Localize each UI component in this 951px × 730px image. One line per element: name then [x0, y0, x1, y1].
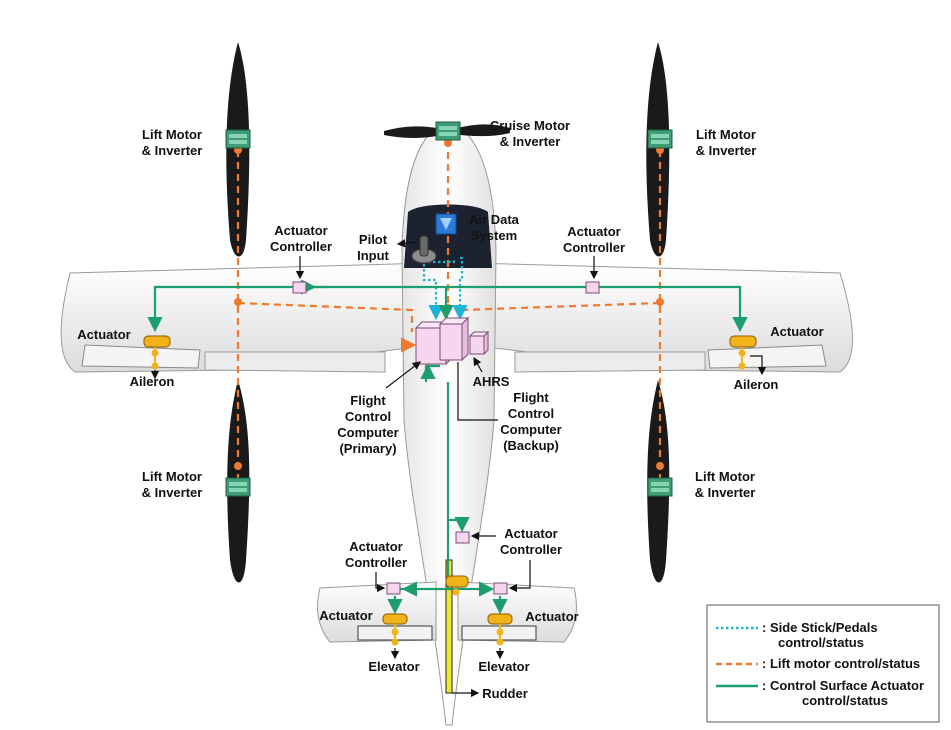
cruise-motor-label-1: Cruise Motor — [490, 118, 570, 133]
lift-motor-br-label-2: & Inverter — [695, 485, 756, 500]
air-data-box — [435, 213, 457, 235]
lift-motor-br-label-1: Lift Motor — [695, 469, 755, 484]
actuator-controller-right-label-1: Actuator — [567, 224, 620, 239]
fcc-backup-label-2: Control — [508, 406, 554, 421]
actuator-tail-left-device — [382, 613, 408, 646]
rudder-label: Rudder — [482, 686, 528, 701]
fcc-primary-label-4: (Primary) — [339, 441, 396, 456]
elevator-right-label: Elevator — [478, 659, 529, 674]
legend-lift-motor-label: : Lift motor control/status — [762, 656, 920, 671]
legend-side-stick-label-2: control/status — [778, 635, 864, 650]
aileron-left-surface — [81, 344, 201, 369]
ahrs-box — [468, 330, 490, 356]
fcc-backup-label-3: Computer — [500, 422, 561, 437]
actuator-controller-tail-right-label-2: Controller — [500, 542, 562, 557]
fcc-primary-label-3: Computer — [337, 425, 398, 440]
legend-actuator-label-1: : Control Surface Actuator — [762, 678, 924, 693]
lift-motor-tr-label-1: Lift Motor — [696, 127, 756, 142]
actuator-tail-center-device — [445, 575, 469, 596]
actuator-controller-tail-right-box — [493, 582, 508, 595]
legend-side-stick-label-1: : Side Stick/Pedals — [762, 620, 878, 635]
cruise-motor-box — [435, 121, 461, 141]
legend-box — [706, 604, 940, 723]
actuator-controller-tail-left-label-2: Controller — [345, 555, 407, 570]
pointer-arrows — [150, 239, 767, 698]
fcc-backup-label-4: (Backup) — [503, 438, 559, 453]
actuator-controller-tail-box — [455, 531, 470, 544]
ahrs-label: AHRS — [473, 374, 510, 389]
actuator-controller-left-label-1: Actuator — [274, 223, 327, 238]
actuator-left-device — [143, 335, 171, 370]
pilot-input-label-1: Pilot — [359, 232, 388, 247]
actuator-right-label: Actuator — [770, 324, 823, 339]
fcc-backup-label-1: Flight — [513, 390, 549, 405]
air-data-label-1: Air Data — [469, 212, 520, 227]
actuator-controller-tail-right-label-1: Actuator — [504, 526, 557, 541]
pilot-input-stick — [411, 235, 437, 264]
aileron-right-surface — [707, 344, 827, 369]
legend-actuator-label-2: control/status — [802, 693, 888, 708]
aileron-left-label: Aileron — [130, 374, 175, 389]
actuator-controller-right-box — [585, 281, 600, 294]
lift-motor-bl-label-1: Lift Motor — [142, 469, 202, 484]
fcc-backup-box — [438, 316, 470, 362]
actuator-controller-tail-left-label-1: Actuator — [349, 539, 402, 554]
actuator-controller-left-label-2: Controller — [270, 239, 332, 254]
legend: : Side Stick/Pedals control/status : Lif… — [706, 604, 940, 723]
lift-motor-box-bl — [225, 477, 251, 497]
actuator-controller-tail-left-box — [386, 582, 401, 595]
cruise-propeller — [384, 124, 510, 138]
lift-motor-tr-label-2: & Inverter — [696, 143, 757, 158]
actuator-controller-right-label-2: Controller — [563, 240, 625, 255]
actuator-tail-left-label: Actuator — [319, 608, 372, 623]
actuator-left-label: Actuator — [77, 327, 130, 342]
fcc-primary-label-2: Control — [345, 409, 391, 424]
lift-motor-box-tr — [647, 129, 673, 149]
aileron-right-label: Aileron — [734, 377, 779, 392]
actuator-right-device — [729, 335, 757, 370]
elevator-left-label: Elevator — [368, 659, 419, 674]
actuator-tail-right-device — [487, 613, 513, 646]
pilot-input-label-2: Input — [357, 248, 389, 263]
actuator-tail-right-label: Actuator — [525, 609, 578, 624]
lift-motor-bl-label-2: & Inverter — [142, 485, 203, 500]
actuator-lines — [147, 279, 748, 615]
lift-motor-lines — [236, 140, 662, 478]
lift-motor-tl-label-1: Lift Motor — [142, 127, 202, 142]
fcc-primary-label-1: Flight — [350, 393, 386, 408]
actuator-controller-left-box — [292, 281, 307, 294]
lift-motor-tl-label-2: & Inverter — [142, 143, 203, 158]
lift-motor-box-tl — [225, 129, 251, 149]
lift-motor-box-br — [647, 477, 673, 497]
air-data-label-2: System — [471, 228, 517, 243]
cruise-motor-label-2: & Inverter — [500, 134, 561, 149]
